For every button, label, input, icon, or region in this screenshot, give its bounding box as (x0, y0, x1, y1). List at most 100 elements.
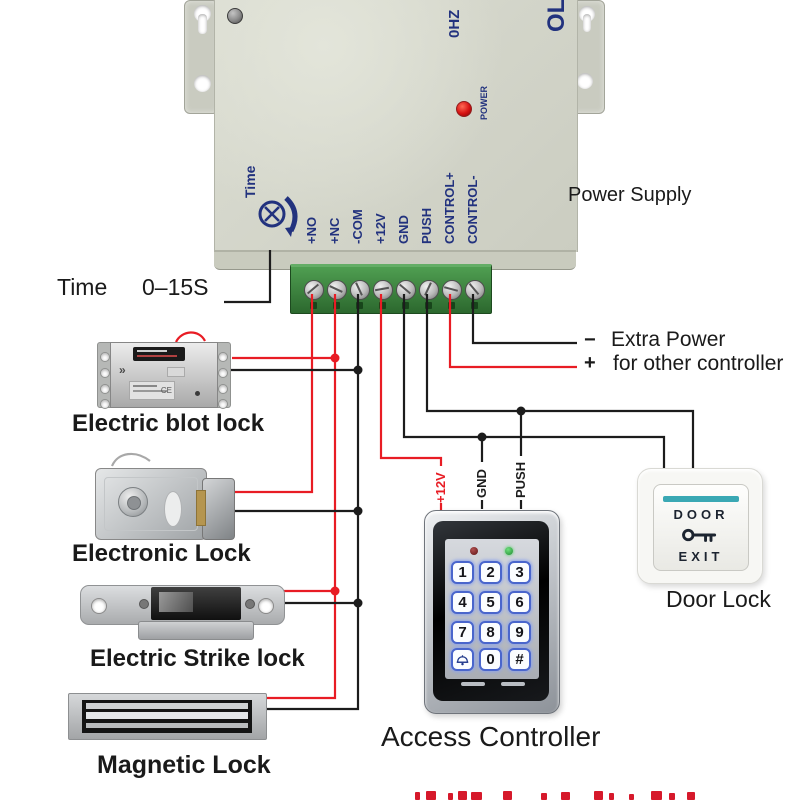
access-controller-label: Access Controller (381, 721, 601, 752)
keypad-key-8: 8 (479, 621, 502, 644)
terminal-screw (373, 280, 393, 300)
extra-power-minus: − (584, 329, 596, 351)
keypad-key-5: 5 (479, 591, 502, 614)
wire-12v-to-keypad (379, 294, 443, 466)
brand-oval (164, 491, 182, 527)
keypad-key-4: 4 (451, 591, 474, 614)
terminal-block (290, 264, 492, 314)
cutoff-text-fragment (669, 793, 675, 800)
electric-bolt-lock-label: Electric blot lock (72, 410, 265, 437)
exit-button-panel: DOOR EXIT (653, 484, 749, 571)
mount-hole (194, 75, 211, 92)
keypad-key-bell (451, 648, 474, 671)
cutoff-text-fragment (426, 791, 436, 800)
power-supply-label: Power Supply (568, 184, 692, 206)
mount-hole (100, 352, 110, 362)
keypad-bottom-slot (461, 682, 485, 686)
arrow-mark: » (119, 363, 126, 377)
keypad-gnd-wire-label: GND (474, 469, 489, 498)
brass-latch (196, 490, 206, 526)
case-screw-icon (227, 8, 243, 24)
lock-strike-box (202, 478, 235, 540)
lock-cylinder (118, 487, 148, 517)
extra-power-line2: for other controller (613, 352, 784, 375)
cutoff-text-fragment (448, 793, 453, 800)
bolt-lock-body: » CE (110, 342, 218, 408)
bolt-lock-wire-loop (175, 331, 206, 343)
strike-faceplate (80, 585, 285, 625)
extra-power-line1: Extra Power (611, 328, 726, 351)
time-adjust-knob-icon (258, 196, 298, 237)
keypad-key-hash: # (508, 648, 531, 671)
keypad-key-0: 0 (479, 648, 502, 671)
keyhole-slot-stem (583, 14, 591, 32)
keypad-key-6: 6 (508, 591, 531, 614)
terminal-screw (419, 280, 439, 300)
mount-hole (218, 352, 228, 362)
terminal-screw (442, 280, 462, 300)
mount-hole (218, 368, 228, 378)
keypad-key-2: 2 (479, 561, 502, 584)
extra-power-plus: + (584, 352, 596, 374)
terminal-screw (396, 280, 416, 300)
wire-com-bus (263, 294, 360, 711)
electric-strike-lock-label: Electric Strike lock (90, 645, 305, 672)
terminal-screw (327, 280, 347, 300)
mount-hole (100, 368, 110, 378)
cutoff-text-fragment (541, 793, 547, 800)
status-led-red (470, 547, 478, 555)
electronic-lock-label: Electronic Lock (72, 540, 251, 567)
door-word: DOOR (673, 507, 729, 522)
mount-hole (577, 73, 593, 89)
mount-hole (218, 384, 228, 394)
door-button-indicator-bar (663, 496, 739, 502)
electronic-lock-whisker (110, 452, 151, 467)
time-pointer-line (224, 250, 272, 304)
magnetic-lock (68, 691, 267, 740)
keypad-key-3: 3 (508, 561, 531, 584)
keypad-bottom-slot (501, 682, 525, 686)
time-setting-range: 0–15S (142, 274, 209, 300)
magnetic-lock-label: Magnetic Lock (97, 751, 271, 779)
keypad-key-1: 1 (451, 561, 474, 584)
wire-control-plus (448, 294, 577, 369)
keypad-key-9: 9 (508, 621, 531, 644)
cutoff-text-fragment (629, 794, 634, 800)
wire-control-minus (471, 294, 577, 345)
keyhole-slot-stem (198, 14, 207, 34)
terminal-screw (350, 280, 370, 300)
key-icon (682, 528, 717, 542)
terminal-screw (304, 280, 324, 300)
mount-hole (218, 399, 228, 409)
exit-word: EXIT (678, 549, 724, 564)
lock-plate (95, 468, 207, 540)
maglock-housing (68, 693, 267, 740)
spec-sticker: CE (129, 381, 175, 400)
cutoff-text-fragment (594, 791, 603, 800)
cutoff-text-fragment (609, 793, 614, 800)
cutoff-text-fragment (561, 792, 570, 800)
door-lock-label: Door Lock (666, 586, 771, 612)
mount-hole (100, 399, 110, 409)
cutoff-text-fragment (503, 791, 512, 800)
pinhole (195, 391, 200, 396)
power-led-icon (456, 101, 472, 117)
time-setting-label: Time (57, 274, 108, 300)
electric-bolt-lock: » CE (97, 342, 231, 409)
cutoff-text-fragment (458, 791, 467, 800)
electric-strike-lock (80, 583, 285, 640)
cutoff-text-fragment (415, 792, 420, 800)
wire-nc-bus (263, 294, 337, 700)
wire-push-to-keypad-and-door (425, 294, 695, 468)
bell-key-icon (456, 655, 469, 666)
label-plate (133, 347, 185, 361)
electronic-lock (90, 462, 235, 542)
keypad-push-wire-label: PUSH (513, 461, 528, 498)
status-led-green (505, 547, 513, 555)
strike-keeper (138, 621, 254, 640)
left-mount-flange (184, 0, 219, 114)
mount-hole (100, 384, 110, 394)
